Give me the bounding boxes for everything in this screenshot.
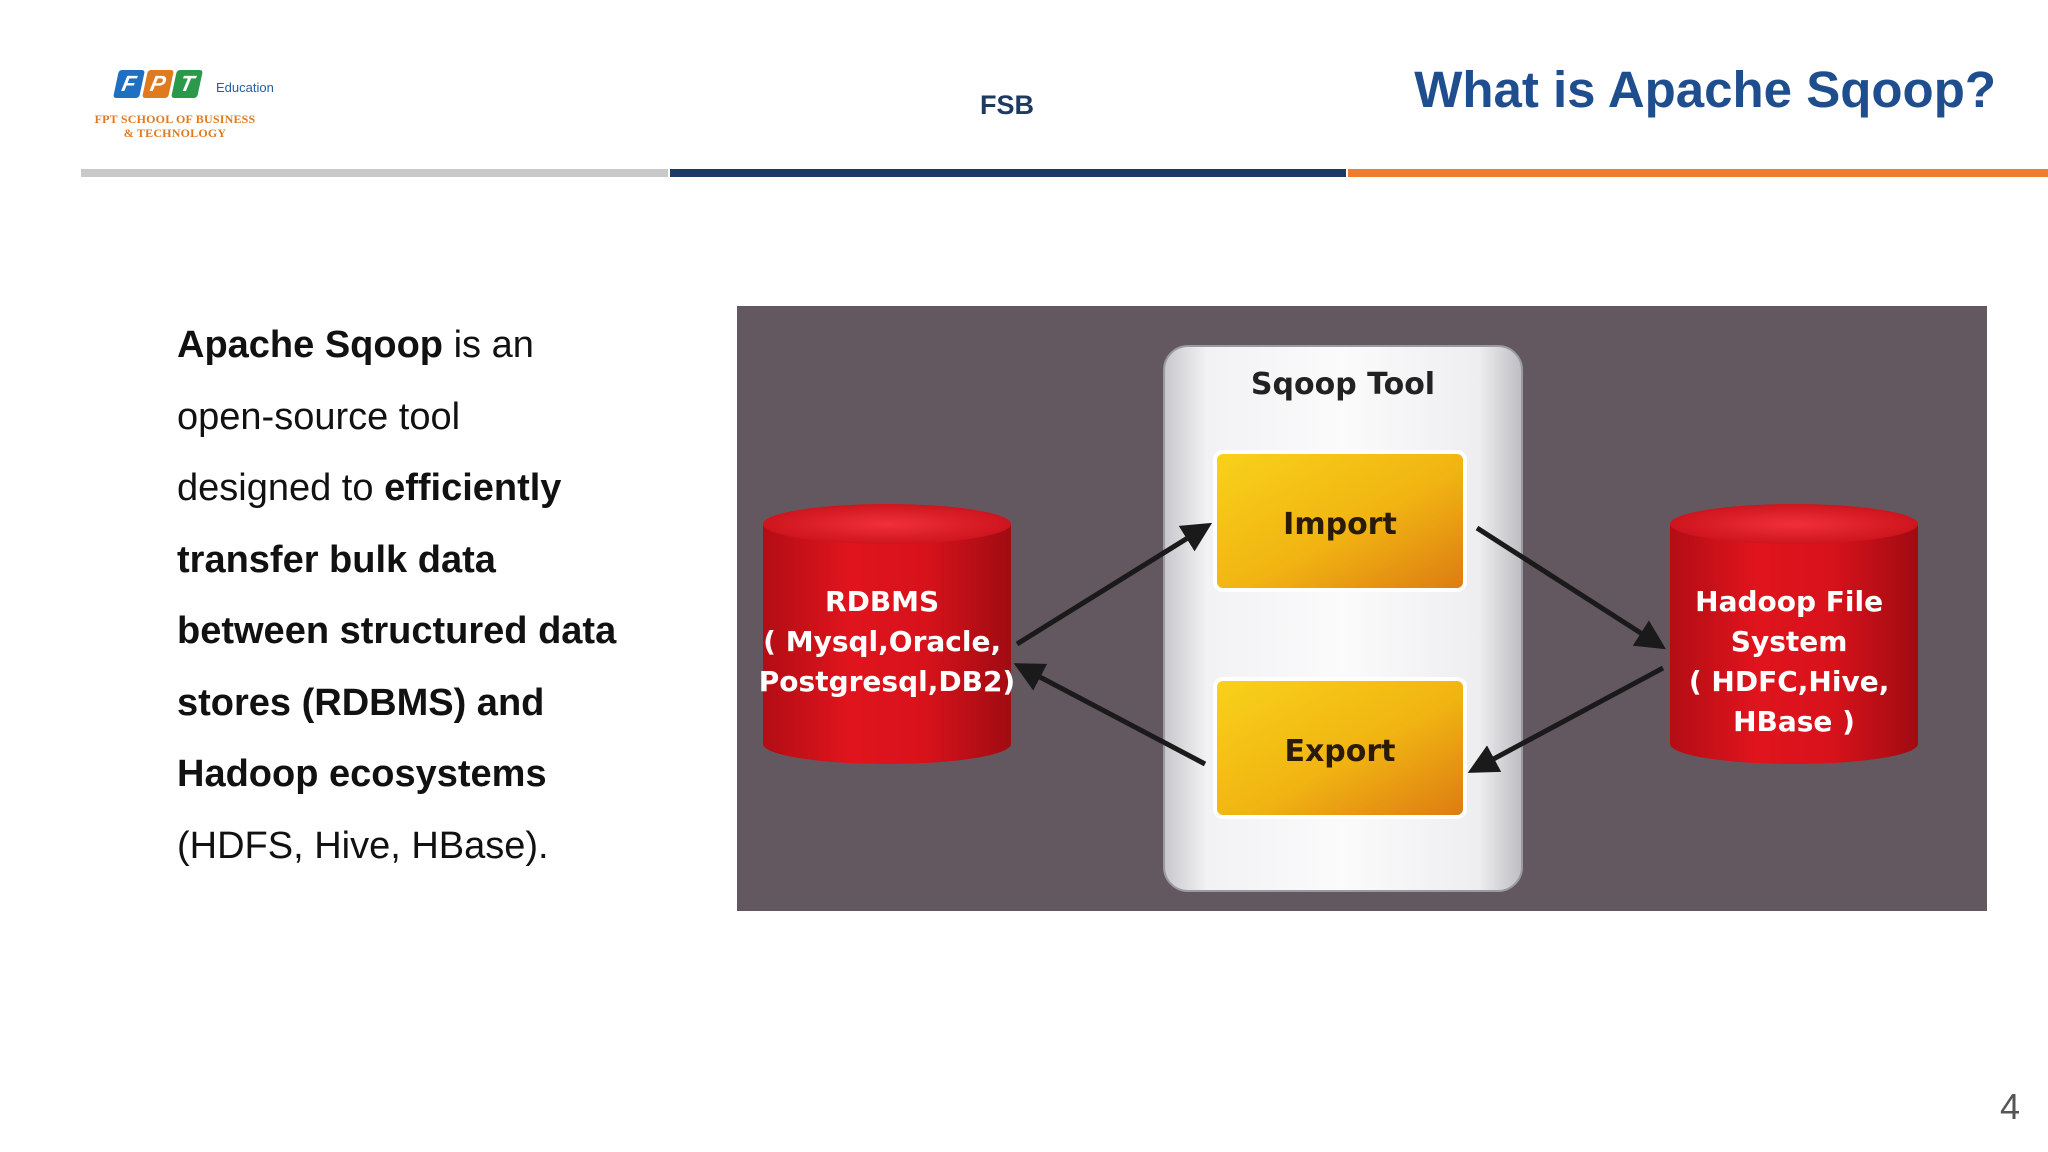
hadoop-line-3: ( HDFC,Hive, [1689,665,1889,698]
rdbms-cylinder [763,504,1011,764]
export-box [1213,677,1467,819]
arrow-import-to-hadoop [1475,525,1667,650]
arrow-hadoop-to-export [1467,665,1665,773]
body-segment: (HDFS, Hive, HBase). [177,824,549,867]
sqoop-diagram: Sqoop Tool Import Export RDBMS ( Mysql,O… [737,306,1987,911]
logo-tile-t: T [171,70,203,98]
body-segment-bold: efficiently transfer bulk data between s… [177,467,617,795]
sqoop-tool-title: Sqoop Tool [1251,367,1435,402]
logo-education-text: Education [216,80,274,95]
body-segment: is an open-source tool designed to [177,324,534,509]
arrow-export-to-rdbms [1013,663,1207,767]
hadoop-label: Hadoop File System ( HDFC,Hive, HBase ) [1689,585,1899,738]
header-rule-navy [670,169,1346,177]
slide-title: What is Apache Sqoop? [1414,61,1996,118]
logo-school-line2: & TECHNOLOGY [123,126,227,140]
import-label: Import [1283,507,1397,542]
header-rule-gray [81,169,668,177]
page-number: 4 [1999,1086,2020,1127]
body-paragraph: Apache Sqoop is an open-source tool desi… [177,310,617,882]
logo-tile-f: F [113,70,145,98]
hadoop-line-1: Hadoop File [1695,585,1883,618]
rdbms-label: RDBMS ( Mysql,Oracle, Postgresql,DB2) [759,585,1015,698]
rdbms-line-2: ( Mysql,Oracle, [763,625,1001,658]
rdbms-line-1: RDBMS [825,585,939,618]
hadoop-line-4: HBase ) [1733,705,1855,738]
rdbms-line-3: Postgresql,DB2) [759,665,1015,698]
fpt-logo-mark: F P T [113,70,203,98]
body-segment-bold: Apache Sqoop [177,324,444,366]
logo-tile-p: P [142,70,174,98]
hadoop-cylinder [1670,504,1918,764]
arrow-rdbms-to-import [1015,522,1213,647]
logo-school-name: FPT SCHOOL OF BUSINESS & TECHNOLOGY [82,112,268,140]
header-rule-orange [1348,169,2048,177]
logo-school-line1: FPT SCHOOL OF BUSINESS [94,112,256,126]
hadoop-line-2: System [1731,625,1848,658]
import-box [1213,450,1467,592]
fpt-logo: F P T Education FPT SCHOOL OF BUSINESS &… [80,66,280,146]
export-label: Export [1284,734,1395,769]
header-center-label: FSB [980,90,1034,120]
